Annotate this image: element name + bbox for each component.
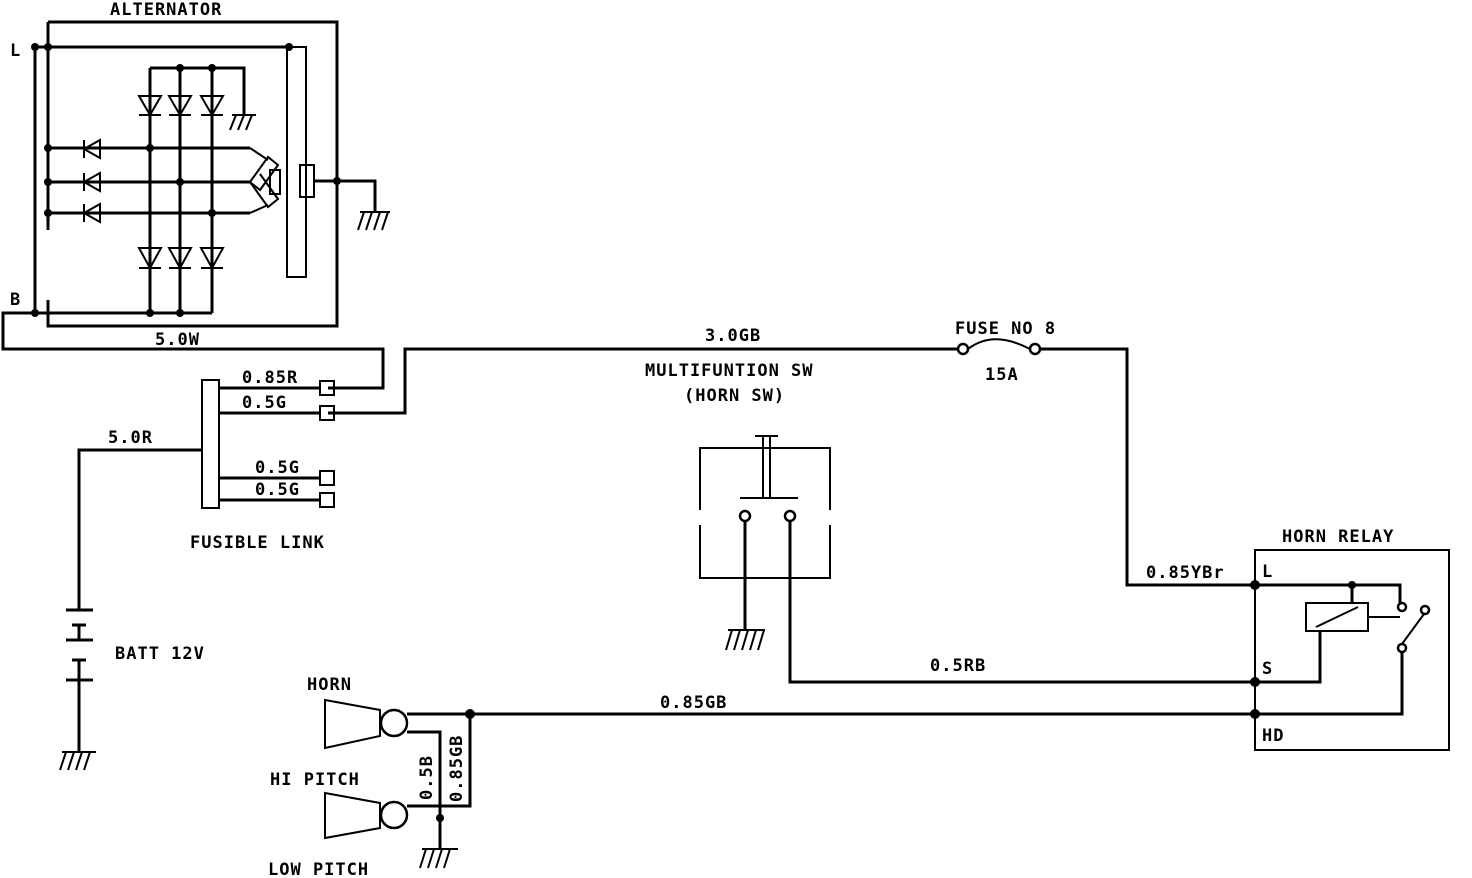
lower-diode-1-icon xyxy=(137,247,163,271)
horn-relay-contact-mid xyxy=(1419,604,1431,616)
field-diode-2-icon xyxy=(81,171,101,193)
hi-pitch-horn-icon xyxy=(324,698,381,750)
field-diode-3-icon xyxy=(81,202,101,224)
fusible-link-terminal-4 xyxy=(319,492,335,508)
horn-relay-contact-bottom xyxy=(1396,642,1408,654)
fuse-rating: 15A xyxy=(985,365,1019,385)
wire-alternator-output xyxy=(1,311,385,390)
wire-battery-feed xyxy=(77,448,202,610)
fuse-element-icon xyxy=(967,338,1031,350)
wire-label-0-85ybr: 0.85YBr xyxy=(1146,563,1225,583)
fuse-label: FUSE NO 8 xyxy=(955,319,1056,339)
upper-diode-1-icon xyxy=(137,95,163,117)
horn-switch: MULTIFUNTION SW (HORN SW) xyxy=(645,361,831,651)
horn-switch-plunger-icon xyxy=(740,435,798,499)
horn-switch-contact-right xyxy=(783,509,797,523)
hi-pitch-label: HI PITCH xyxy=(270,770,360,790)
lower-diode-3-icon xyxy=(199,247,225,271)
fuse: FUSE NO 8 15A xyxy=(955,319,1056,385)
regulator-ground-icon xyxy=(357,211,390,231)
horn-relay-housing xyxy=(1254,549,1450,751)
horn-switch-label-1: MULTIFUNTION SW xyxy=(645,361,814,381)
horn-switch-ground-icon xyxy=(725,629,765,651)
alternator-junctions xyxy=(31,43,341,317)
alternator-title: ALTERNATOR xyxy=(110,0,222,20)
alternator-terminal-l: L xyxy=(10,41,21,61)
alternator-terminal-b: B xyxy=(10,290,21,310)
horn-relay-switch-arm-icon xyxy=(1401,613,1425,645)
wire-label-5-0r: 5.0R xyxy=(108,428,153,448)
wire-switch-to-relay xyxy=(788,521,1255,684)
wire-label-0-5b: 0.5B xyxy=(417,755,437,800)
wire-label-3-0gb: 3.0GB xyxy=(705,326,761,346)
low-pitch-horn-icon xyxy=(324,791,381,840)
fusible-link-terminal-3 xyxy=(319,470,335,486)
wire-label-0-5rb: 0.5RB xyxy=(930,656,986,676)
battery-label: BATT 12V xyxy=(115,644,205,664)
wire-label-0-85r: 0.85R xyxy=(242,368,298,388)
horn-switch-contact-left xyxy=(738,509,752,523)
battery: 5.0R BATT 12V xyxy=(59,428,205,771)
fusible-link-body xyxy=(201,379,220,509)
alternator-field-bar xyxy=(286,46,307,278)
battery-cells-icon xyxy=(66,608,93,682)
horn-switch-label-2: (HORN SW) xyxy=(684,386,785,406)
wire-label-0-5g-2: 0.5G xyxy=(255,458,300,478)
horn-relay-terminal-s: S xyxy=(1262,659,1273,679)
horn-relay-contact-top xyxy=(1396,601,1408,613)
upper-diode-3-icon xyxy=(199,95,225,117)
stator-winding-icon xyxy=(248,147,280,214)
wire-main-feed xyxy=(328,347,960,415)
battery-ground-icon xyxy=(59,751,96,771)
upper-ground-icon xyxy=(229,114,256,131)
wire-label-5-0w: 5.0W xyxy=(155,330,200,350)
wire-label-0-5g-3: 0.5G xyxy=(255,480,300,500)
horns: HORN HI PITCH LOW PITCH 0.5B 0.85GB xyxy=(268,675,475,878)
wire-label-0-5g-1: 0.5G xyxy=(242,393,287,413)
lower-diode-2-icon xyxy=(167,247,193,271)
alternator: ALTERNATOR L B xyxy=(10,0,390,328)
wire-fuse-to-relay xyxy=(1040,347,1255,587)
low-pitch-label: LOW PITCH xyxy=(268,860,369,878)
field-diode-1-icon xyxy=(81,138,101,160)
fusible-link-label: FUSIBLE LINK xyxy=(190,533,325,553)
wire-label-0-85gb-horn: 0.85GB xyxy=(447,735,467,802)
horn-switch-housing xyxy=(699,447,831,579)
horn-relay-title: HORN RELAY xyxy=(1282,527,1394,547)
fusible-link-terminal-1 xyxy=(319,380,335,396)
horn-relay-terminal-l: L xyxy=(1262,562,1273,582)
fuse-terminal-left xyxy=(956,342,970,356)
horn-label: HORN xyxy=(307,675,352,695)
horn-relay: HORN RELAY L S HD xyxy=(1250,527,1450,751)
fusible-link: 0.85R 0.5G 0.5G 0.5G FUSIBLE LINK xyxy=(190,368,335,553)
horn-relay-terminal-hd: HD xyxy=(1262,726,1284,746)
upper-diode-2-icon xyxy=(167,95,193,117)
fuse-terminal-right xyxy=(1028,342,1042,356)
wire-label-0-85gb-main: 0.85GB xyxy=(660,693,727,713)
horn-ground-icon xyxy=(419,848,458,869)
